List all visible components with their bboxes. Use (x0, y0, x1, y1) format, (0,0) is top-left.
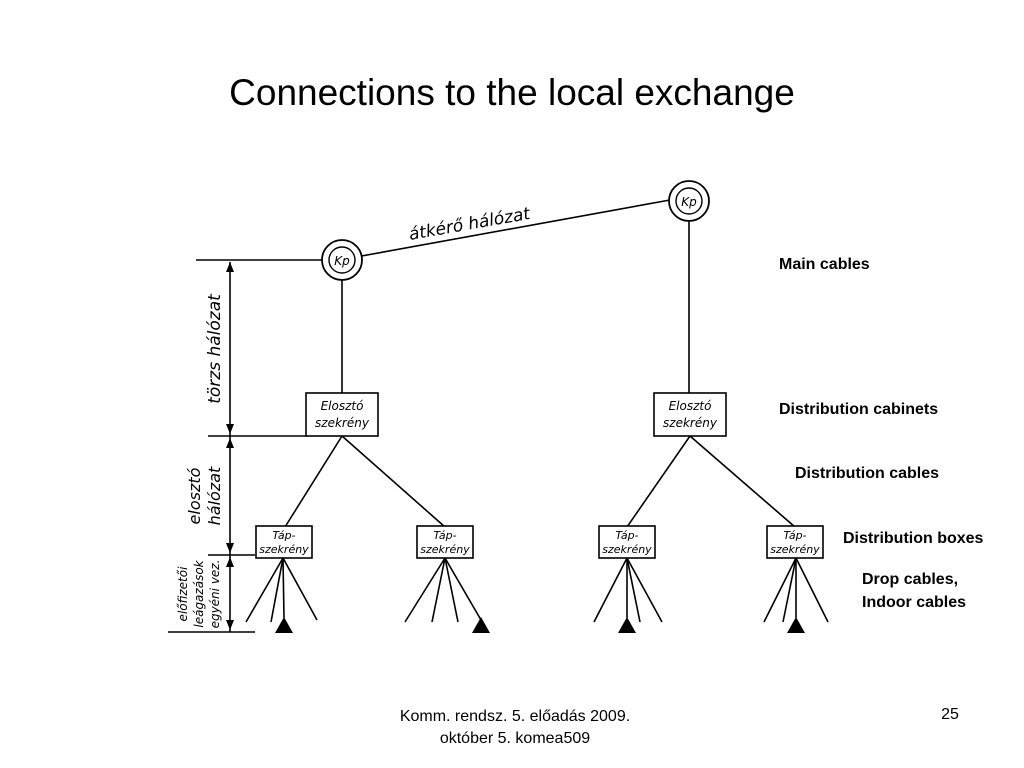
distribution-box: Táp- szekrény (598, 525, 656, 559)
distribution-box: Táp- szekrény (766, 525, 824, 559)
box-label-line2: szekrény (770, 543, 820, 556)
drop-cable (593, 557, 628, 623)
distribution-cable (626, 435, 691, 528)
subscriber-terminal (472, 617, 490, 633)
drop-cable (282, 557, 318, 621)
footer-line1: Komm. rendsz. 5. előadás 2009. (399, 708, 631, 725)
drop-cable (404, 557, 446, 623)
box-label-line2: szekrény (420, 543, 470, 556)
cabinet-label-line2: szekrény (315, 416, 370, 430)
subscriber-terminal (787, 617, 805, 633)
distribution-box: Táp- szekrény (416, 525, 474, 559)
trunk-network-label: törzs hálózat (205, 293, 225, 404)
exchange-label: Kp (334, 254, 350, 268)
box-label-line2: szekrény (259, 543, 309, 556)
dimension-arrow (226, 557, 234, 567)
dimension-arrow (226, 262, 234, 272)
legend-distribution-cabinets: Distribution cabinets (779, 401, 939, 418)
subscriber-label-line2: leágazások (192, 559, 206, 627)
drop-cable (245, 557, 284, 623)
distribution-cabinet-left: Elosztó szekrény (305, 392, 379, 437)
drop-cable (444, 557, 459, 623)
box-label-line1: Táp- (615, 529, 638, 542)
distribution-cable (689, 435, 796, 528)
cabinet-label-line2: szekrény (663, 416, 718, 430)
junction-network-line (355, 199, 671, 258)
drop-cable (782, 557, 797, 623)
drop-cable (282, 557, 285, 619)
drop-cable (763, 557, 797, 623)
legend-drop-cables-line1: Drop cables, (862, 571, 959, 588)
distribution-cabinet-right: Elosztó szekrény (653, 392, 727, 437)
box-label-line1: Táp- (272, 529, 295, 542)
footer-line2: október 5. komea509 (439, 730, 591, 747)
dimension-arrow (226, 543, 234, 553)
subscriber-terminal (275, 617, 293, 633)
subscriber-label-line1: előfizetői (176, 566, 190, 622)
legend-drop-cables-line2: Indoor cables (862, 594, 967, 611)
drop-cable (626, 557, 641, 623)
legend-main-cables: Main cables (779, 256, 870, 273)
cabinet-label-line1: Elosztó (669, 399, 712, 413)
distribution-cable (341, 435, 446, 528)
exchange-right: Kp (668, 180, 710, 222)
slide-title: Connections to the local exchange (229, 72, 795, 113)
junction-network-label: átkérő hálózat (407, 204, 532, 245)
exchange-left: Kp (321, 239, 363, 281)
distribution-box: Táp- szekrény (255, 525, 313, 559)
drop-cable (626, 557, 663, 623)
drop-cable (795, 557, 829, 623)
box-label-line2: szekrény (602, 543, 652, 556)
subscriber-label-line3: egyéni vez. (208, 560, 222, 629)
box-label-line1: Táp- (433, 529, 456, 542)
legend-distribution-boxes: Distribution boxes (843, 530, 984, 547)
page-number: 25 (941, 706, 959, 723)
subscriber-terminal (618, 617, 636, 633)
footer-text: Komm. rendsz. 5. előadás 2009. október 5… (360, 706, 670, 750)
dimension-arrow (226, 620, 234, 630)
exchange-label: Kp (681, 195, 697, 209)
drop-cable (431, 557, 446, 623)
cabinet-label-line1: Elosztó (321, 399, 364, 413)
distribution-network-label-line2: hálózat (205, 466, 224, 525)
drop-cable (270, 557, 284, 623)
distribution-cable (284, 435, 343, 528)
dimension-arrow (226, 438, 234, 448)
legend-distribution-cables: Distribution cables (795, 465, 940, 482)
distribution-network-label-line1: elosztó (185, 467, 204, 524)
box-label-line1: Táp- (783, 529, 806, 542)
dimension-arrow (226, 424, 234, 434)
drop-cable (444, 557, 482, 621)
